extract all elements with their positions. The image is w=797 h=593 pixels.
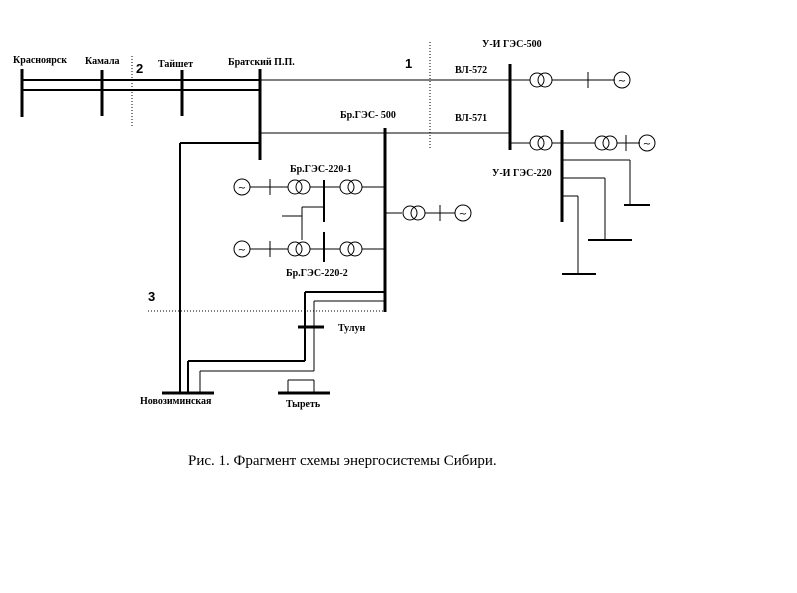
transformer-icon (602, 135, 618, 151)
transformer-icon (339, 241, 355, 257)
transformer-icon (410, 205, 426, 221)
label-tyret: Тыреть (286, 399, 321, 410)
transformer-icon (537, 72, 553, 88)
transformer-icon (594, 135, 610, 151)
generator-symbol: ~ (238, 245, 246, 256)
generator-symbol: ~ (238, 183, 246, 194)
transformer-icon (402, 205, 418, 221)
label-novozimnskaya: Новозиминская (140, 396, 212, 407)
ui-ges-220-node (560, 130, 650, 275)
transformer-icon (347, 179, 363, 195)
transformer-icon (287, 241, 303, 257)
label-br-ges-220-1: Бр.ГЭС-220-1 (290, 164, 352, 175)
transformer-icon (347, 241, 363, 257)
transformer-icon (287, 179, 303, 195)
generator-symbol: ~ (459, 209, 467, 220)
label-vl-571: ВЛ-571 (455, 113, 487, 124)
label-vl-572: ВЛ-572 (455, 65, 487, 76)
generator-symbol: ~ (618, 76, 626, 87)
label-bratsky-pp: Братский П.П. (228, 57, 295, 68)
br-ges-node: ~ ~ ~ (233, 128, 472, 312)
label-tulun: Тулун (338, 323, 366, 334)
generator-symbol: ~ (643, 139, 651, 150)
generator-icon (613, 71, 631, 89)
section-number-2: 2 (136, 61, 143, 76)
transformer-icon (537, 135, 553, 151)
label-krasnoyarsk: Красноярск (13, 55, 67, 66)
transformer-icon (295, 179, 311, 195)
section-number-3: 3 (148, 289, 155, 304)
label-ui-ges-220: У-И ГЭС-220 (492, 168, 552, 179)
section-number-1: 1 (405, 56, 412, 71)
transformer-icon (529, 72, 545, 88)
main-500kv-line (20, 69, 510, 160)
label-kamala: Камала (85, 56, 120, 67)
ui-ges-500-node: ~ ~ (508, 64, 656, 152)
label-ui-ges-500: У-И ГЭС-500 (482, 39, 542, 50)
transformer-icon (295, 241, 311, 257)
transformer-icon (529, 135, 545, 151)
generator-icon (638, 134, 656, 152)
figure-caption: Рис. 1. Фрагмент схемы энергосистемы Сиб… (188, 453, 497, 469)
transformer-icon (339, 179, 355, 195)
network-220kv (162, 142, 385, 395)
generator-icon (454, 204, 472, 222)
label-br-ges-220-2: Бр.ГЭС-220-2 (286, 268, 348, 279)
label-br-ges-500: Бр.ГЭС- 500 (340, 110, 396, 121)
label-taishet: Тайшет (158, 59, 193, 70)
